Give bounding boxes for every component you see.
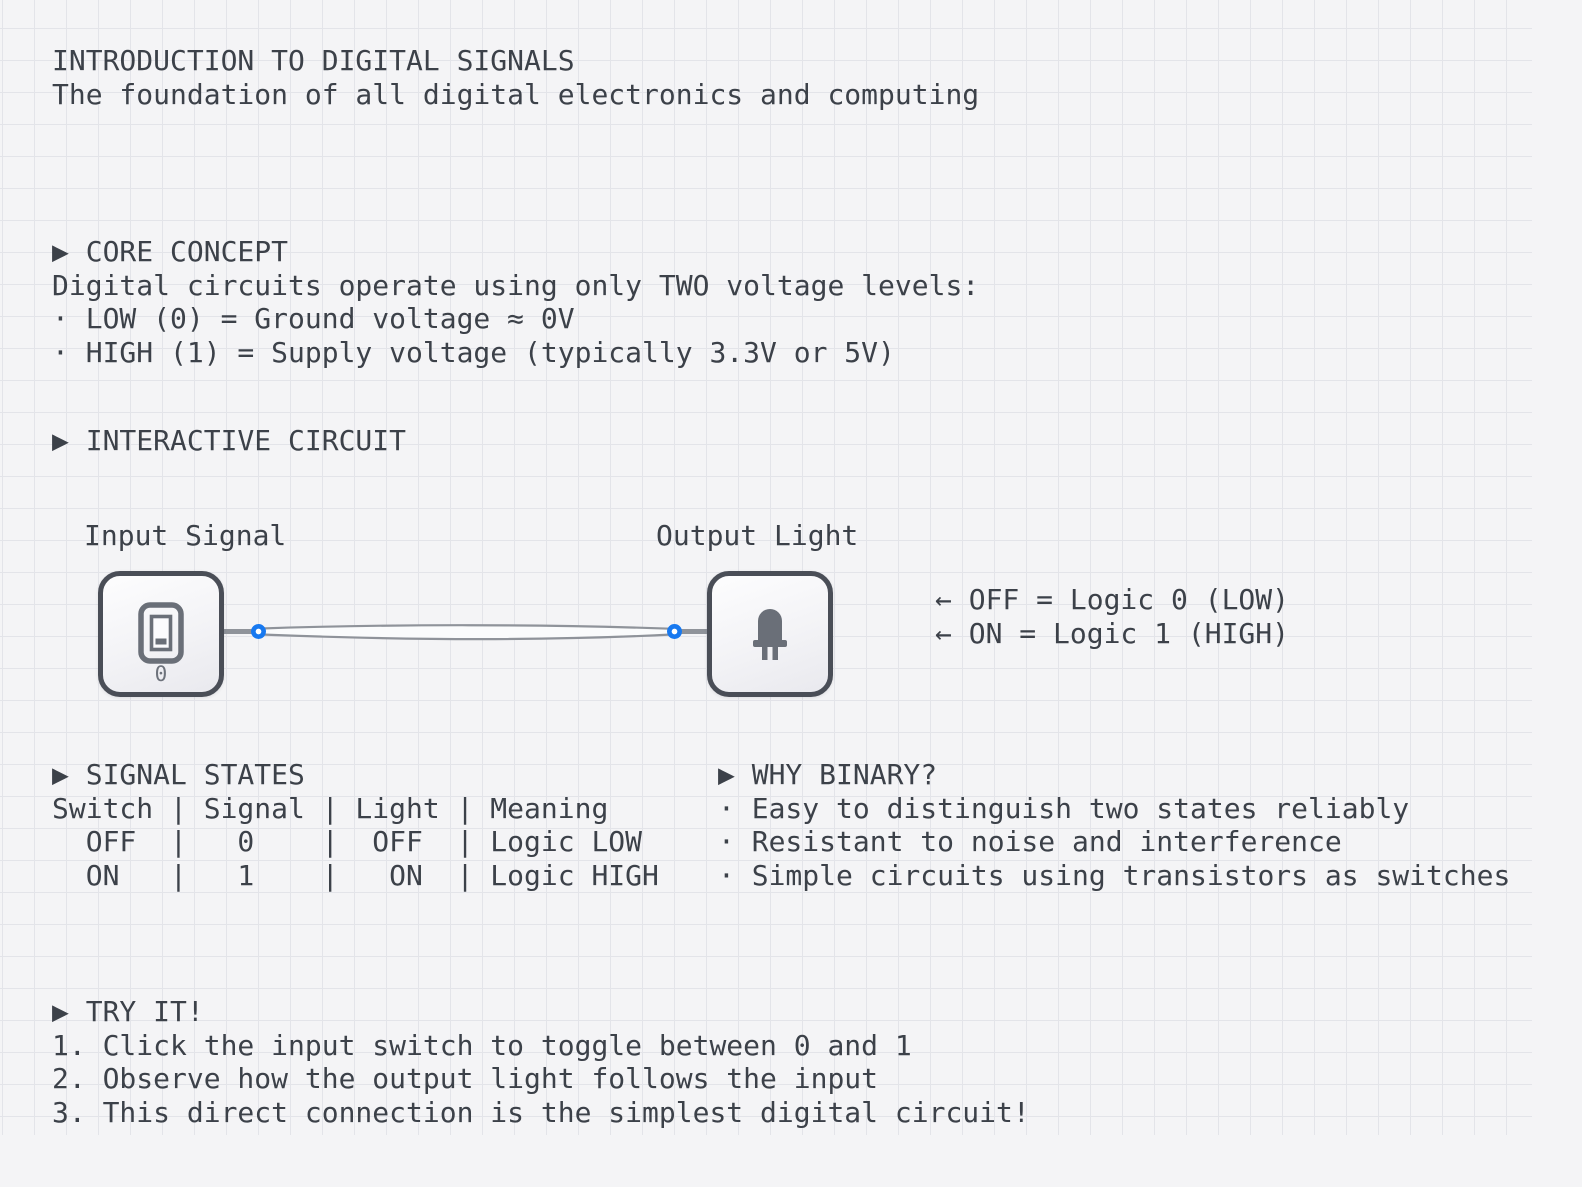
- input-signal-label: Input Signal: [84, 519, 287, 552]
- signal-states-heading: ▶ SIGNAL STATES: [52, 758, 305, 791]
- core-concept-intro: Digital circuits operate using only TWO …: [52, 268, 980, 302]
- why-binary-bullet-1: · Easy to distinguish two states reliabl…: [718, 791, 1410, 825]
- connection-wire[interactable]: [254, 618, 678, 648]
- output-light-label: Output Light: [656, 519, 859, 552]
- signal-states-row-on: ON | 1 | ON | Logic HIGH: [52, 858, 659, 892]
- rocker-switch-icon: [103, 602, 219, 664]
- page-title: INTRODUCTION TO DIGITAL SIGNALS: [52, 44, 575, 77]
- signal-states-row-off: OFF | 0 | OFF | Logic LOW: [52, 825, 643, 858]
- led-input-port[interactable]: [666, 624, 682, 639]
- core-concept-bullet-high: · HIGH (1) = Supply voltage (typically 3…: [52, 335, 895, 369]
- signal-states-table-header: Switch | Signal | Light | Meaning: [52, 791, 609, 825]
- why-binary-bullet-2: · Resistant to noise and interference: [718, 825, 1342, 858]
- page-subtitle: The foundation of all digital electronic…: [52, 77, 980, 111]
- input-wire-stub: [220, 629, 260, 634]
- try-it-step-2: 2. Observe how the output light follows …: [52, 1062, 879, 1095]
- output-led-node[interactable]: [707, 571, 833, 697]
- switch-output-port[interactable]: [250, 624, 266, 639]
- led-icon: [712, 608, 828, 660]
- try-it-heading: ▶ TRY IT!: [52, 995, 204, 1028]
- why-binary-bullet-3: · Simple circuits using transistors as s…: [718, 858, 1511, 892]
- input-switch-node[interactable]: 0: [98, 571, 224, 697]
- try-it-step-3: 3. This direct connection is the simples…: [52, 1095, 1030, 1129]
- annotation-off: ← OFF = Logic 0 (LOW): [935, 583, 1290, 616]
- try-it-step-1: 1. Click the input switch to toggle betw…: [52, 1028, 912, 1062]
- output-wire-stub: [666, 629, 711, 634]
- switch-state-value: 0: [154, 662, 168, 686]
- core-concept-heading: ▶ CORE CONCEPT: [52, 235, 289, 268]
- interactive-circuit-heading: ▶ INTERACTIVE CIRCUIT: [52, 424, 407, 457]
- grid-background: [0, 0, 1532, 1135]
- core-concept-bullet-low: · LOW (0) = Ground voltage ≈ 0V: [52, 302, 575, 335]
- annotation-on: ← ON = Logic 1 (HIGH): [935, 616, 1290, 650]
- why-binary-heading: ▶ WHY BINARY?: [718, 758, 938, 791]
